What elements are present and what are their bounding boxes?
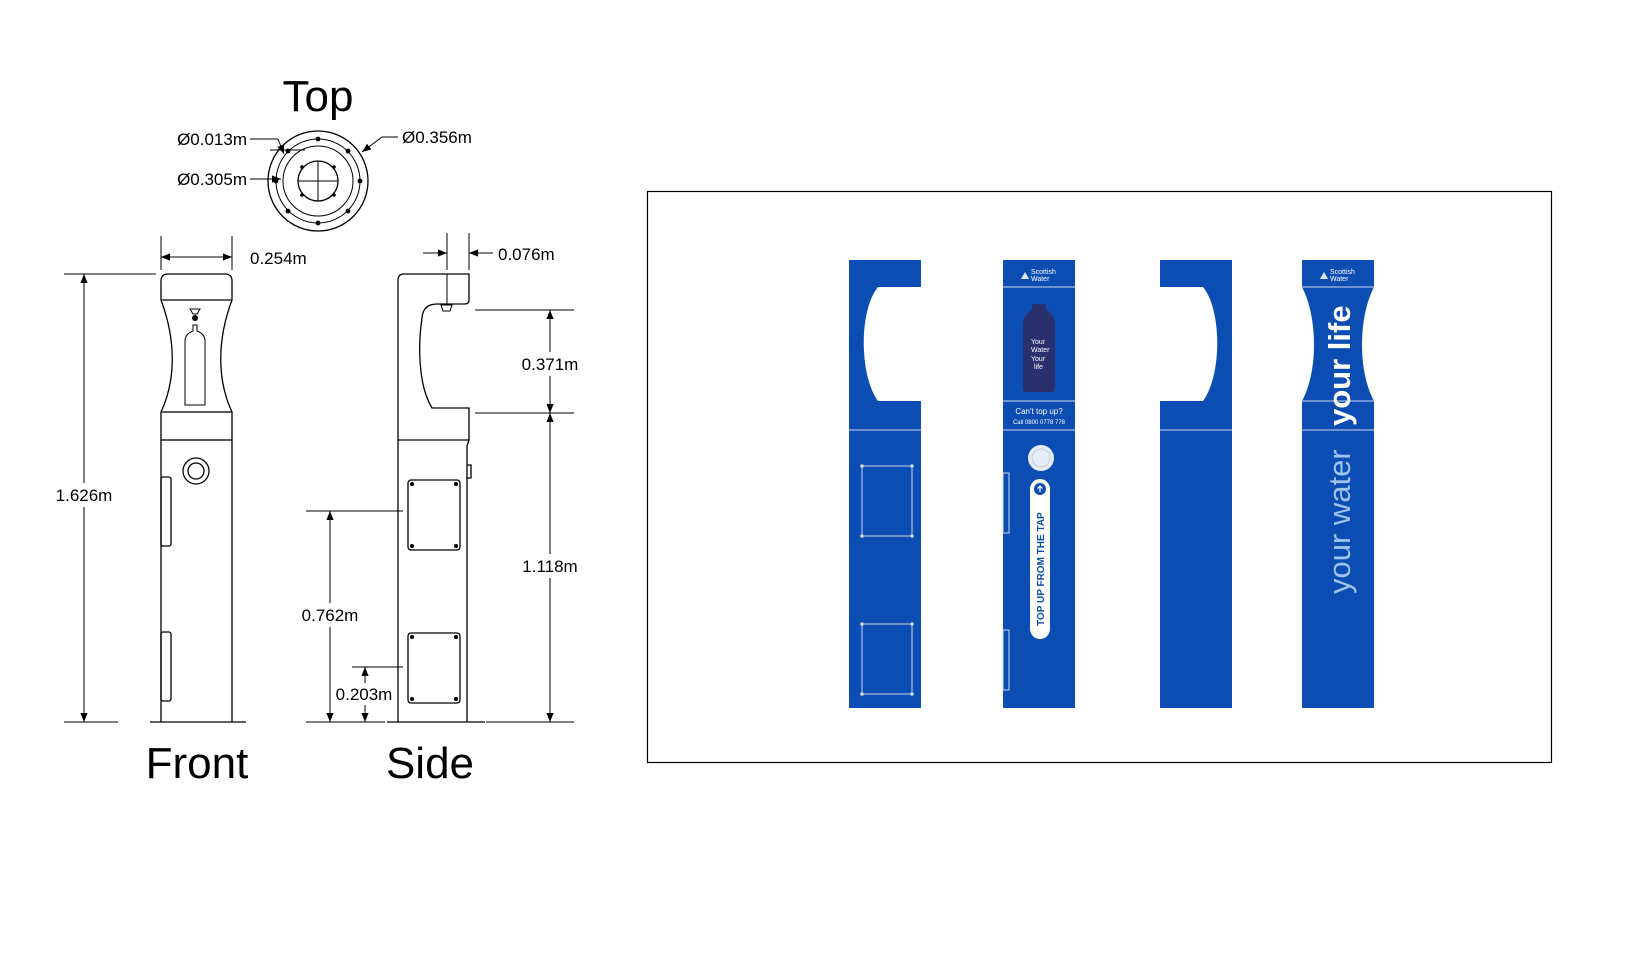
wrap-bottle-icon xyxy=(1023,304,1055,392)
inner-ring xyxy=(282,145,354,217)
artwork-frame xyxy=(646,190,1553,764)
wrap-panel-side-a xyxy=(849,260,921,708)
scottish-water-logo-icon xyxy=(1021,272,1029,279)
bottle-line2: Water xyxy=(1031,347,1050,354)
wrap-panel-side-b xyxy=(1160,260,1232,708)
brand-back-line2: Water xyxy=(1330,276,1349,283)
access-panel-lower-a xyxy=(861,623,913,695)
water-drop-icon xyxy=(192,315,198,321)
side-panel-upper xyxy=(407,479,461,551)
scottish-water-logo-icon-back xyxy=(1320,272,1328,279)
tap-arrow-glyph xyxy=(1037,485,1043,492)
dim-0203-bg xyxy=(331,683,397,705)
brand-line2: Water xyxy=(1031,276,1050,283)
tap-text: TOP UP FROM THE TAP xyxy=(1036,512,1047,626)
push-button-outer xyxy=(182,457,210,485)
access-panel-upper-a xyxy=(861,465,913,537)
front-view: 0.254m 1.626m Front xyxy=(50,236,307,788)
bottle-line4: life xyxy=(1034,364,1043,371)
dim-0076: 0.076m xyxy=(498,245,555,264)
dim-1626: 1.626m xyxy=(56,486,113,505)
top-view-label: Top xyxy=(283,72,354,121)
front-bowl-right xyxy=(220,299,233,413)
outer-ring xyxy=(267,130,369,232)
wrap-push-button-ring xyxy=(1031,448,1051,468)
side-button-nub xyxy=(467,464,472,479)
dim-0371-bg xyxy=(516,352,584,376)
dim-0254: 0.254m xyxy=(250,249,307,268)
dim-0762: 0.762m xyxy=(302,606,359,625)
slogan-your-water: your water xyxy=(1322,449,1357,594)
bottle-line1: Your xyxy=(1031,339,1046,346)
front-lower-band xyxy=(160,411,233,441)
side-spout-icon xyxy=(440,304,453,312)
dim-0371: 0.371m xyxy=(522,355,579,374)
dim-0305: Ø0.305m xyxy=(177,170,247,189)
wrap-front-side-panel-lower xyxy=(1002,629,1010,691)
wrap-front-side-panel-upper xyxy=(1002,472,1010,534)
side-panel-screws xyxy=(410,482,458,701)
tap-pill xyxy=(1030,479,1050,639)
wrap-panel-back: Scottish Water your water your life xyxy=(1302,260,1374,708)
dim-0013: Ø0.013m xyxy=(177,130,247,149)
cta-title: Can't top up? xyxy=(1015,407,1063,416)
dim-1118-bg xyxy=(516,554,584,578)
front-spout-icon xyxy=(189,308,201,315)
wrap-panel-side-b-body xyxy=(1160,260,1232,708)
side-view: 0.076m 0.371m 1.118m 0.762m 0.203m Side xyxy=(294,233,584,788)
dim-1626-bg xyxy=(50,483,116,507)
front-side-panel-lower xyxy=(160,631,172,702)
dim-0356: Ø0.356m xyxy=(402,128,472,147)
wrap-panel-front: Scottish Water Your Water Your life Can'… xyxy=(1002,260,1075,708)
side-view-label: Side xyxy=(386,739,474,788)
front-view-label: Front xyxy=(146,739,249,788)
front-top-cap xyxy=(160,273,233,301)
leader-0356-b xyxy=(361,136,383,153)
side-profile xyxy=(397,273,470,722)
wrap-panel-side-a-body xyxy=(849,260,921,708)
front-side-panel-upper xyxy=(160,476,172,547)
leader-0013-b xyxy=(277,138,285,155)
bottle-line3: Your xyxy=(1031,356,1046,363)
side-panel-lower xyxy=(407,632,461,704)
top-view: Top Ø0.013m Ø0.356m Ø0.305m xyxy=(177,72,472,232)
cta-phone: Call 0800 0778 778 xyxy=(1013,420,1066,426)
slogan-your-life: your life xyxy=(1322,305,1357,426)
dim-0203: 0.203m xyxy=(336,685,393,704)
bottle-icon xyxy=(184,324,206,406)
front-bowl-left xyxy=(160,299,173,413)
dim-0762-bg xyxy=(294,603,366,627)
dim-1118: 1.118m xyxy=(522,557,577,576)
wrap-panel-back-body xyxy=(1302,260,1374,708)
push-button-inner xyxy=(187,462,205,480)
brand-back-line1: Scottish xyxy=(1330,269,1355,276)
brand-line1: Scottish xyxy=(1031,269,1056,276)
